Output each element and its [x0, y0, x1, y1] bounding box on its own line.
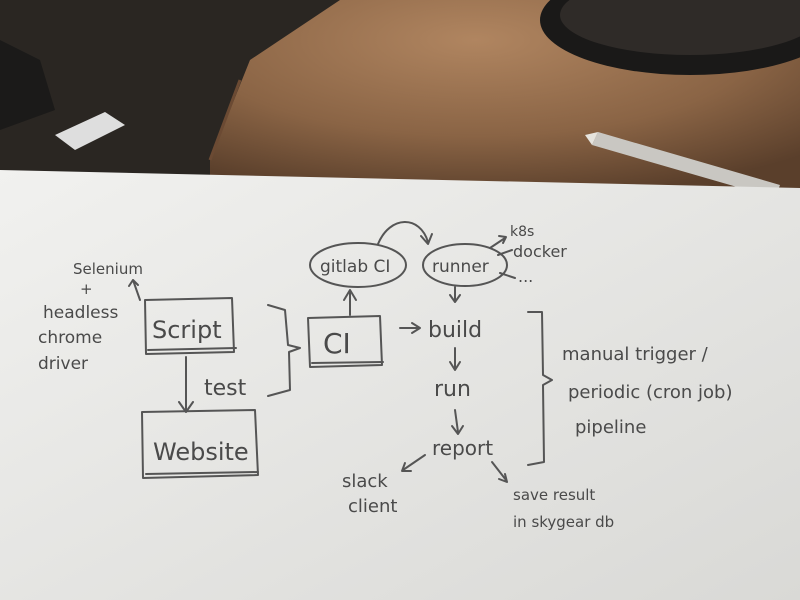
- selenium-note-line-2: +: [80, 280, 93, 298]
- arrow-runner-k8s: [489, 235, 507, 249]
- arrow-report-save: [491, 461, 508, 483]
- ci-box: [307, 315, 383, 368]
- pen: [585, 132, 780, 198]
- trigger-line-1: manual trigger /: [562, 344, 709, 365]
- arrow-report-slack: [401, 454, 426, 472]
- arrow-runner-build: [449, 286, 461, 303]
- script-box: [144, 297, 235, 355]
- runner-target-more: ...: [518, 267, 533, 286]
- sketch-diagram: [128, 221, 553, 483]
- arrow-runner-more: [499, 272, 516, 279]
- runner-ellipse: [422, 243, 508, 287]
- save-line-2: in skygear db: [513, 513, 614, 531]
- runner-label: runner: [432, 257, 489, 277]
- arrow-run-report: [451, 409, 464, 435]
- gitlab-label: gitlab CI: [320, 257, 390, 277]
- arrow-ci-gitlab: [343, 289, 357, 316]
- bracket-left: [267, 304, 301, 397]
- arrow-script-selenium: [128, 279, 141, 301]
- paper-sheet: [0, 170, 800, 600]
- arrow-gitlab-runner: [377, 221, 433, 245]
- step-build: build: [428, 318, 482, 343]
- selenium-note-line-5: driver: [38, 354, 88, 374]
- runner-target-k8s: k8s: [510, 224, 534, 240]
- slack-line-2: client: [348, 496, 397, 517]
- selenium-note-line-1: Selenium: [73, 260, 143, 278]
- trigger-line-3: pipeline: [575, 417, 646, 438]
- save-line-1: save result: [513, 486, 595, 504]
- selenium-note-line-3: headless: [43, 303, 118, 323]
- step-report: report: [432, 436, 493, 460]
- trigger-line-2: periodic (cron job): [568, 382, 733, 403]
- arrow-build-run: [449, 347, 461, 371]
- slack-line-1: slack: [342, 471, 388, 492]
- selenium-note-line-4: chrome: [38, 328, 102, 348]
- gitlab-ellipse: [309, 242, 407, 288]
- ci-label: CI: [323, 327, 351, 360]
- mug: [540, 0, 800, 75]
- arrow-runner-docker: [497, 249, 513, 256]
- script-label: Script: [152, 316, 222, 344]
- runner-target-docker: docker: [513, 242, 567, 261]
- website-label: Website: [153, 438, 249, 466]
- website-box: [141, 409, 259, 479]
- arrow-ci-build: [399, 322, 421, 334]
- bracket-right: [527, 311, 553, 466]
- test-label: test: [204, 376, 247, 401]
- eraser: [0, 40, 125, 150]
- step-run: run: [434, 377, 471, 402]
